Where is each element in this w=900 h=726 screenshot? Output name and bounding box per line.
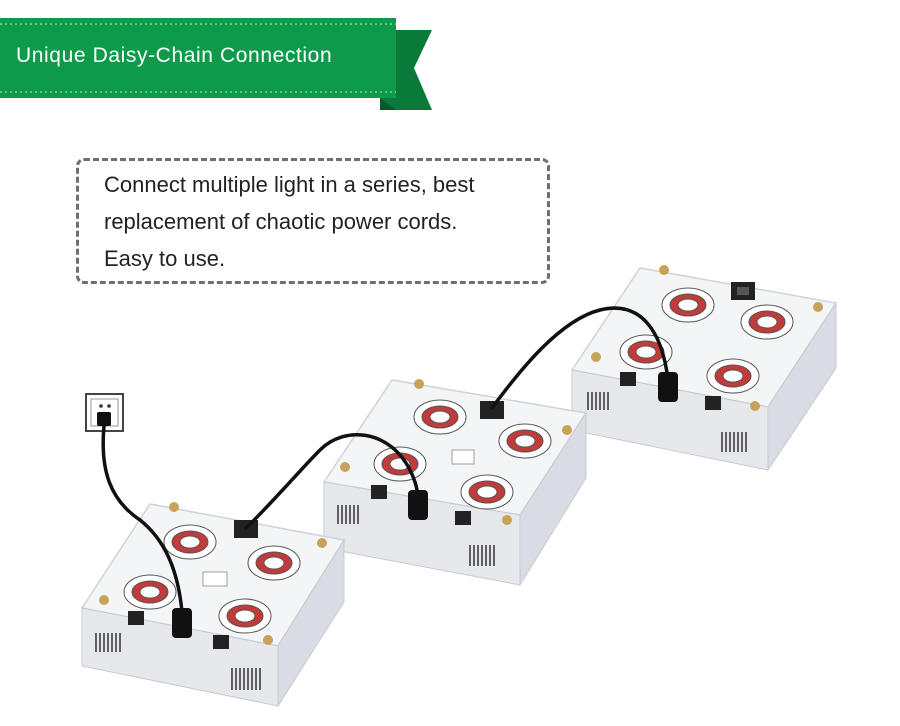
power-inlet-icon [480, 401, 504, 419]
knob-icon [591, 352, 601, 362]
vent-icon [231, 668, 261, 690]
vent-icon [337, 505, 359, 524]
knob-icon [562, 425, 572, 435]
cable-light-2-to-light-3 [490, 306, 670, 410]
description-box [76, 158, 550, 284]
vent-icon [587, 392, 609, 410]
grow-light-2 [322, 379, 588, 587]
grow-light-3 [570, 265, 838, 472]
power-switch-icon [128, 611, 144, 625]
knob-icon [317, 538, 327, 548]
fan-icon [163, 524, 217, 560]
vent-icon [95, 633, 121, 652]
knob-icon [99, 595, 109, 605]
cable-plug-icon [172, 372, 678, 638]
cable-light-1-to-light-2 [244, 432, 420, 530]
knob-icon [340, 462, 350, 472]
grow-light-1 [80, 502, 346, 708]
power-switch-icon [371, 485, 387, 499]
vent-icon [721, 432, 747, 452]
label-sticker [451, 449, 475, 465]
knob-icon [502, 515, 512, 525]
fan-icon [413, 399, 467, 435]
knob-icon [263, 635, 273, 645]
fan-icon [123, 574, 177, 610]
fan-icon [740, 304, 794, 340]
banner-body [0, 18, 396, 98]
description-line-3: Easy to use. [104, 246, 226, 271]
fan-icon [373, 446, 427, 482]
fan-icon [706, 358, 760, 394]
vent-icon [469, 545, 495, 566]
description-line-2: replacement of chaotic power cords. [104, 209, 458, 234]
banner-title: Unique Daisy-Chain Connection [16, 44, 333, 67]
power-switch-icon [213, 635, 229, 649]
label-sticker [202, 571, 228, 587]
knob-icon [659, 265, 669, 275]
description-line-1: Connect multiple light in a series, best [104, 172, 475, 197]
fan-icon [247, 545, 301, 581]
power-switch-icon [620, 372, 636, 386]
knob-icon [813, 302, 823, 312]
knob-icon [414, 379, 424, 389]
power-cables [101, 306, 670, 614]
banner-fold [380, 98, 396, 110]
fan-icon [218, 598, 272, 634]
title-banner [0, 18, 432, 110]
fan-icon [661, 287, 715, 323]
fan-icon [498, 423, 552, 459]
knob-icon [169, 502, 179, 512]
cable-socket-to-light-1 [101, 424, 184, 614]
fan-icon [460, 474, 514, 510]
knob-icon [750, 401, 760, 411]
power-switch-icon [455, 511, 471, 525]
power-switch-icon [705, 396, 721, 410]
